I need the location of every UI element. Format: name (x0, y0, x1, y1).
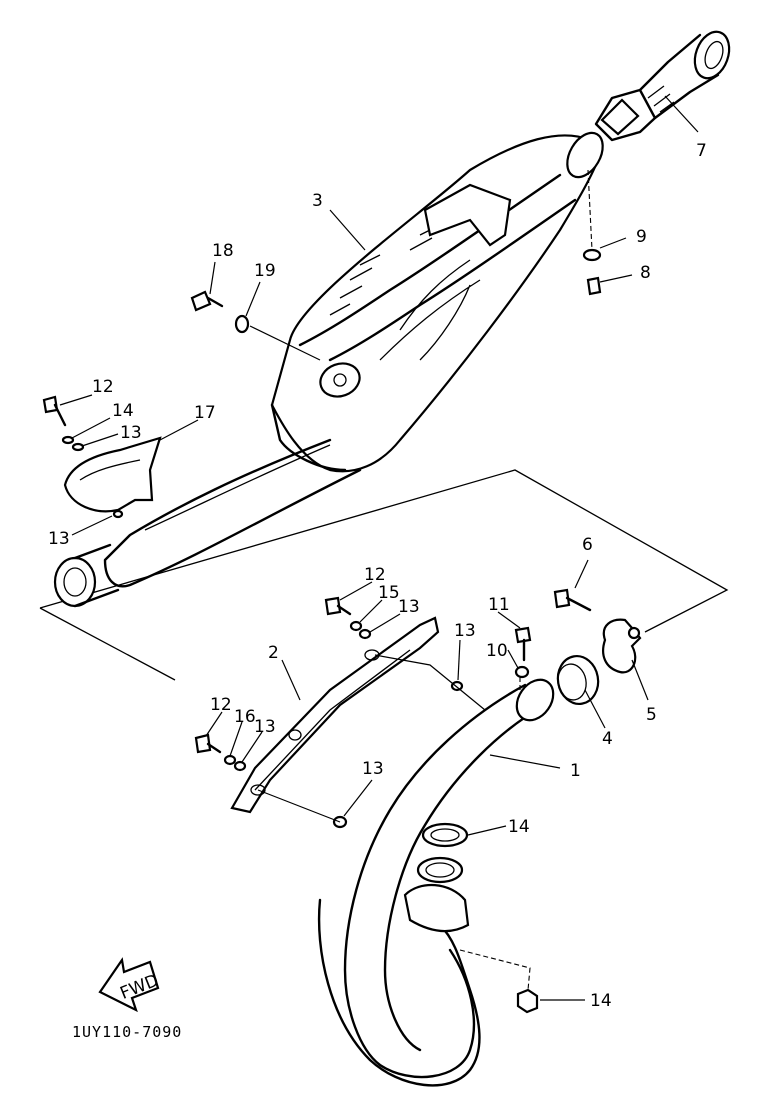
callout-14-top: 14 (112, 401, 134, 421)
part-clamp (602, 618, 642, 674)
callout-9: 9 (636, 227, 647, 247)
callout-10: 10 (486, 641, 508, 661)
part-tail-pipe (594, 30, 731, 142)
callout-7: 7 (696, 141, 707, 161)
leader-lines (59, 95, 699, 1001)
callout-13-bottom: 13 (362, 759, 384, 779)
callout-11: 11 (488, 595, 510, 615)
dashed-assembly-box (39, 469, 729, 681)
callout-13-lower: 13 (254, 717, 276, 737)
part-gasket (556, 655, 600, 705)
callout-18: 18 (212, 241, 234, 261)
part-muffler (53, 131, 604, 608)
callout-6: 6 (582, 535, 593, 555)
callout-13-top: 13 (120, 423, 142, 443)
callout-12-lower: 12 (210, 695, 232, 715)
callout-13-middle: 13 (398, 597, 420, 617)
callout-2: 2 (268, 643, 279, 663)
callout-13-center: 13 (454, 621, 476, 641)
part-heat-protector (63, 436, 162, 513)
callout-17: 14 (590, 991, 612, 1011)
callout-labels: 7 3 9 8 18 19 12 14 13 17 13 6 12 15 13 … (48, 141, 707, 1011)
callout-4: 4 (602, 729, 613, 749)
part-head-gasket (421, 822, 469, 848)
callout-16: 14 (508, 817, 530, 837)
part-protector-bracket (230, 616, 440, 814)
callout-15: 17 (194, 403, 216, 423)
part-exhaust-pipe (317, 678, 555, 1087)
callout-13-left: 13 (48, 529, 70, 549)
callout-3: 3 (312, 191, 323, 211)
drawing-code: 1UY110-7090 (72, 1023, 182, 1041)
callout-19: 19 (254, 261, 276, 281)
hardware (42, 248, 602, 1014)
fwd-arrow: FWD (98, 957, 162, 1013)
callout-5: 5 (646, 705, 657, 725)
callout-14-lower: 16 (234, 707, 256, 727)
callout-8: 8 (640, 263, 651, 283)
callout-12-middle: 12 (364, 565, 386, 585)
callout-14-middle: 15 (378, 583, 400, 603)
callout-12-top: 12 (92, 377, 114, 397)
callout-1: 1 (570, 761, 581, 781)
